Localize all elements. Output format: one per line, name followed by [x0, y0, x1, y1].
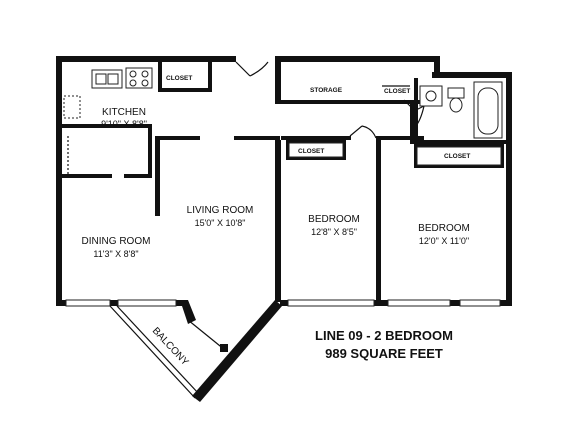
bedroom1-dim: 12'8" X 8'5"	[311, 227, 357, 237]
balcony	[109, 305, 228, 399]
kitchen-fixtures	[63, 67, 153, 174]
bedroom1-name: BEDROOM	[308, 214, 360, 225]
closet-bedroom1-label: CLOSET	[298, 148, 324, 155]
dining-room-name: DINING ROOM	[82, 236, 151, 247]
bedroom2-name: BEDROOM	[418, 223, 470, 234]
storage-label: STORAGE	[310, 87, 343, 94]
unit-line-heading: LINE 09 - 2 BEDROOM	[315, 328, 453, 343]
unit-area-heading: 989 SQUARE FEET	[325, 346, 443, 361]
closet-bedroom2-label: CLOSET	[444, 153, 470, 160]
kitchen-dim: 9'10" X 8'8"	[101, 119, 147, 129]
windows	[65, 299, 501, 307]
dining-room-dim: 11'3" X 8'8"	[93, 249, 138, 259]
bathroom-fixtures	[414, 78, 503, 140]
interior-walls	[62, 62, 508, 302]
living-room-name: LIVING ROOM	[187, 205, 254, 216]
balcony-label: BALCONY	[150, 326, 191, 369]
bedroom2-dim: 12'0" X 11'0"	[419, 236, 469, 246]
kitchen-name: KITCHEN	[102, 107, 146, 118]
living-room-dim: 15'0" X 10'8"	[195, 218, 246, 228]
closet-hall-label: CLOSET	[384, 88, 410, 95]
closet-kitchen-label: CLOSET	[166, 75, 192, 82]
